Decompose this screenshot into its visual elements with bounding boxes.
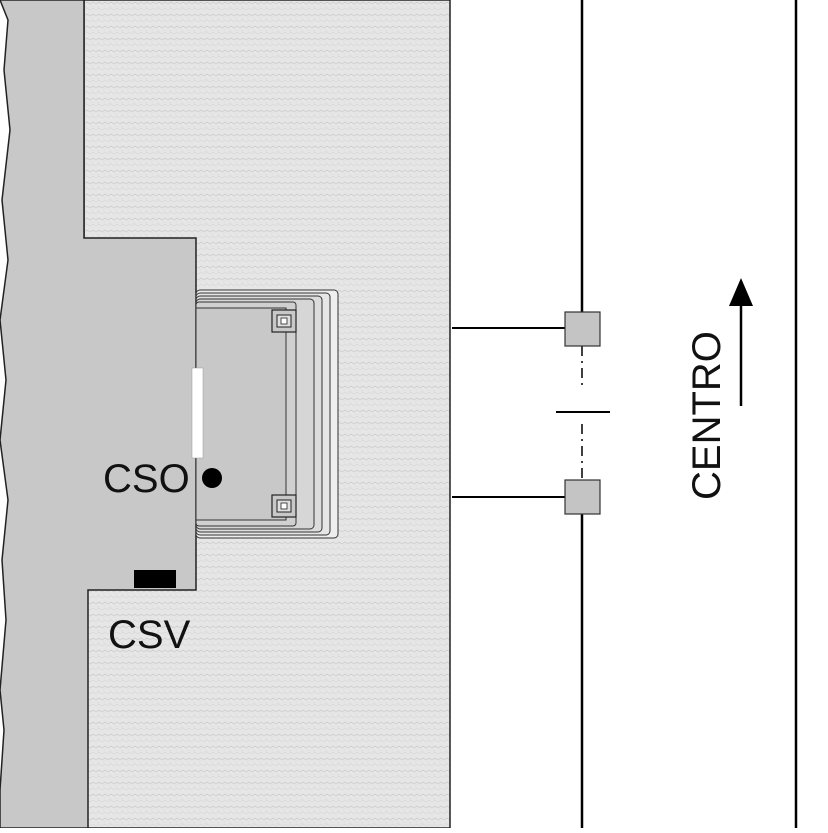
- signal-box-bottom: [564, 479, 601, 515]
- cso-marker-icon: [202, 468, 222, 488]
- niche-inner: [195, 307, 287, 521]
- csv-marker-icon: [134, 570, 176, 588]
- fixture-top-core: [280, 317, 288, 325]
- signal-box-top: [564, 311, 601, 347]
- door-marker: [191, 367, 204, 459]
- direction-label: CENTRO: [685, 331, 729, 500]
- arrow-up-icon: [729, 278, 753, 406]
- cso-label: CSO: [103, 457, 190, 501]
- equipment-niche: [195, 289, 339, 539]
- csv-label: CSV: [108, 613, 191, 657]
- fixture-bottom-core: [280, 502, 288, 510]
